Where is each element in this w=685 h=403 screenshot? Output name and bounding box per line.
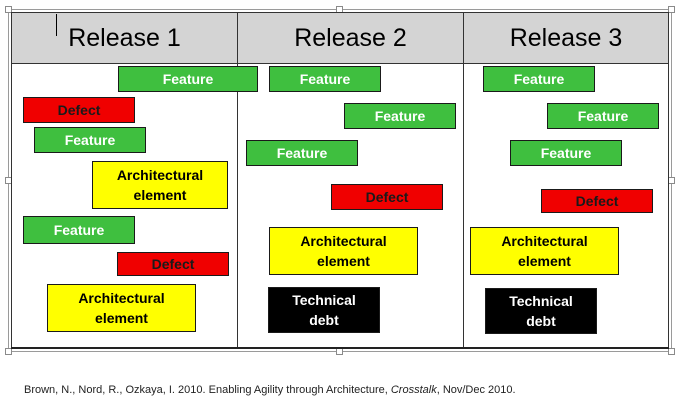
release-2-defect-card[interactable]: Defect — [331, 184, 443, 210]
citation-date: , Nov/Dec 2010. — [436, 384, 516, 396]
release-3-feature-card[interactable]: Feature — [483, 66, 595, 92]
card-line: Architectural — [116, 167, 204, 183]
table-bottom-rule — [11, 347, 669, 349]
card-line: element — [317, 253, 370, 269]
card-line: debt — [526, 313, 556, 329]
release-1-defect-card[interactable]: Defect — [117, 252, 229, 276]
resize-handle-top-right[interactable] — [668, 6, 675, 13]
header-release-2[interactable]: Release 2 — [294, 23, 407, 52]
release-1-architectural-element-card[interactable]: Architectural element — [47, 284, 196, 332]
text-cursor — [56, 14, 57, 36]
release-1-architectural-element-card[interactable]: Architectural element — [92, 161, 228, 209]
release-2-feature-card[interactable]: Feature — [246, 140, 358, 166]
card-line: Technical — [509, 293, 573, 309]
card-line: element — [133, 187, 187, 203]
release-1-defect-card[interactable]: Defect — [23, 97, 135, 123]
card-line: Architectural — [501, 233, 588, 249]
column-divider — [237, 13, 238, 348]
citation-authors: Brown, N., Nord, R., Ozkaya, I. 2010. En… — [24, 384, 391, 396]
citation: Brown, N., Nord, R., Ozkaya, I. 2010. En… — [24, 384, 516, 396]
release-3-feature-card[interactable]: Feature — [510, 140, 622, 166]
release-2-feature-card[interactable]: Feature — [344, 103, 456, 129]
resize-handle-top-left[interactable] — [5, 6, 12, 13]
citation-journal: Crosstalk — [390, 384, 437, 396]
header-release-1[interactable]: Release 1 — [68, 23, 181, 52]
release-1-feature-card[interactable]: Feature — [118, 66, 258, 92]
release-table[interactable]: Release 1 Release 2 Release 3 — [11, 12, 669, 349]
release-1-feature-card[interactable]: Feature — [23, 216, 135, 244]
card-line: element — [518, 253, 571, 269]
resize-handle-bottom-left[interactable] — [5, 348, 12, 355]
release-3-feature-card[interactable]: Feature — [547, 103, 659, 129]
column-divider — [463, 13, 464, 348]
header-row: Release 1 Release 2 Release 3 — [12, 13, 668, 64]
card-line: debt — [309, 312, 339, 328]
release-3-defect-card[interactable]: Defect — [541, 189, 653, 213]
card-line: Architectural — [78, 290, 165, 306]
release-2-technical-debt-card[interactable]: Technical debt — [268, 287, 380, 333]
resize-handle-right[interactable] — [668, 177, 675, 184]
resize-handle-bottom[interactable] — [336, 348, 343, 355]
release-2-architectural-element-card[interactable]: Architectural element — [269, 227, 418, 275]
release-3-architectural-element-card[interactable]: Architectural element — [470, 227, 619, 275]
release-1-feature-card[interactable]: Feature — [34, 127, 146, 153]
resize-handle-bottom-right[interactable] — [668, 348, 675, 355]
card-line: Technical — [292, 292, 356, 308]
release-2-feature-card[interactable]: Feature — [269, 66, 381, 92]
header-release-3[interactable]: Release 3 — [509, 23, 623, 52]
card-line: element — [95, 310, 148, 326]
release-3-technical-debt-card[interactable]: Technical debt — [485, 288, 597, 334]
card-line: Architectural — [300, 233, 387, 249]
